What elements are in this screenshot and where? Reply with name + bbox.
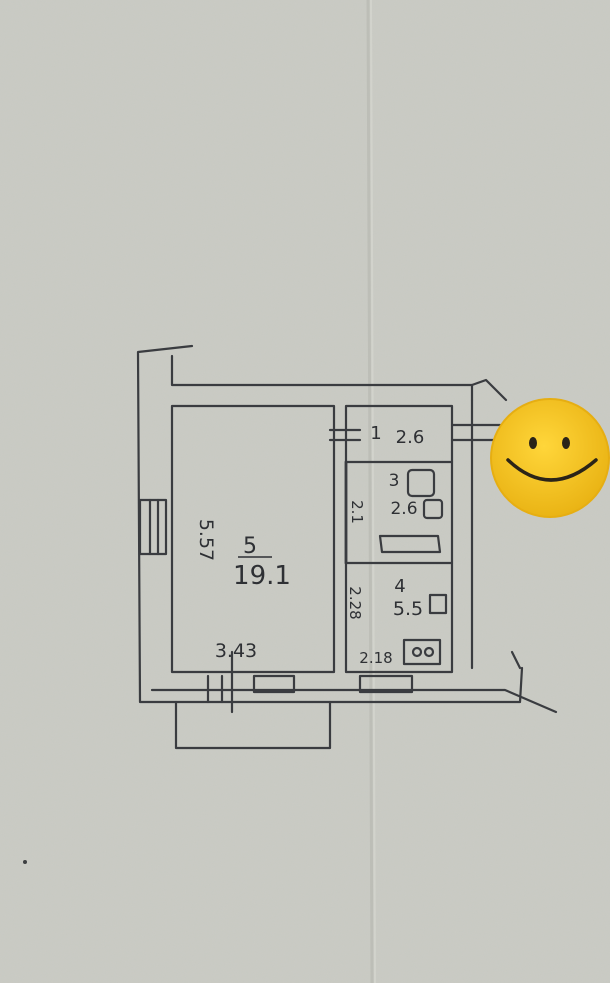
- bath-length-dimension: 2.28: [346, 586, 364, 619]
- dimension-labels: 3.43 5.57 2.1 2.28 2.18: [195, 500, 393, 667]
- bathroom-area: 2.6: [390, 499, 417, 519]
- toilet: [422, 498, 444, 520]
- living-room-outline: [170, 404, 336, 674]
- hall-width-dimension: 2.1: [348, 500, 366, 524]
- room-labels: 5 19.1 1 2.6 3 2.6 4 5.5: [233, 423, 424, 620]
- bathroom-number: 3: [389, 471, 400, 491]
- room-length-dimension: 5.57: [195, 519, 217, 561]
- paper-speck: [23, 860, 27, 864]
- outer-wall-outline: [136, 344, 524, 704]
- paper-fold-line: [366, 0, 374, 983]
- smiley-right-eye: [562, 437, 570, 449]
- outer-wall-top: [170, 354, 474, 402]
- smiley-face-icon: [490, 398, 610, 518]
- paper-fold-highlight: [370, 0, 376, 983]
- service-block-outline: [344, 404, 454, 674]
- smiley-mouth: [506, 458, 598, 482]
- bottom-window-living: [252, 674, 296, 694]
- wall-break-corner: [470, 378, 508, 402]
- balcony-outline: [174, 700, 332, 750]
- left-window: [138, 498, 168, 556]
- hall-number: 1: [370, 423, 381, 444]
- stove-burner: [411, 646, 423, 658]
- kitchen-stove: [402, 638, 442, 666]
- kitchen-number: 4: [394, 576, 405, 597]
- hall-area: 2.6: [396, 427, 425, 448]
- bathtub: [378, 534, 442, 554]
- kitchen-sink: [428, 593, 448, 615]
- wall-break-bottom: [510, 650, 522, 670]
- kitchen-width-dimension: 2.18: [359, 649, 392, 667]
- stove-burner: [423, 646, 435, 658]
- living-room-area: 19.1: [233, 561, 291, 591]
- room-width-dimension: 3.43: [215, 640, 257, 662]
- kitchen-area: 5.5: [393, 598, 423, 620]
- washbasin: [406, 468, 436, 498]
- bottom-window-kitchen: [358, 674, 414, 694]
- wall-outlines: [136, 344, 558, 750]
- outer-wall-inner-bottom: [150, 688, 558, 714]
- living-room-number: 5: [243, 534, 257, 559]
- smiley-left-eye: [529, 437, 537, 449]
